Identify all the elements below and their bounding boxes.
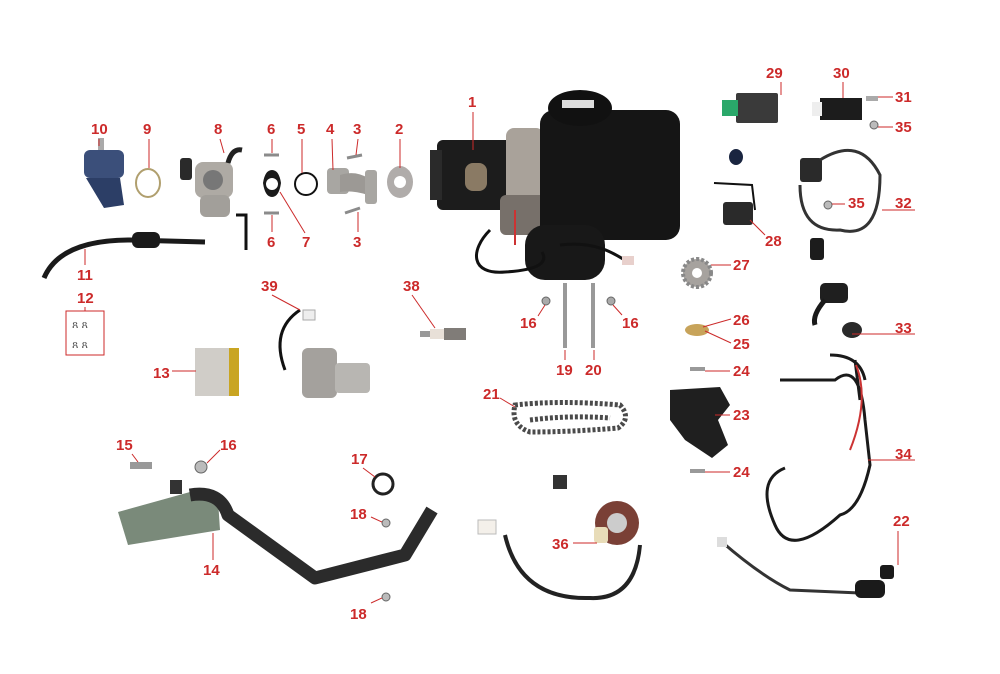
callout-26: 26 xyxy=(733,312,750,329)
spark-plug-icon xyxy=(420,328,466,340)
callout-7: 7 xyxy=(302,234,311,251)
callout-10: 10 xyxy=(91,121,108,138)
sprocket-cover-icon xyxy=(670,387,730,458)
callout-16-left: 16 xyxy=(520,315,537,332)
carburetor-gasket-icon xyxy=(263,170,281,197)
starter-motor-icon xyxy=(278,308,370,398)
callout-17: 17 xyxy=(351,451,368,468)
remote-kill-module-icon xyxy=(713,149,756,225)
callout-25: 25 xyxy=(733,336,750,353)
callout-16-exhaust: 16 xyxy=(220,437,237,454)
battery-icon xyxy=(195,348,239,396)
voltage-regulator-icon xyxy=(812,98,862,120)
intake-gasket-icon xyxy=(387,166,413,198)
callout-35-top: 35 xyxy=(895,119,912,136)
callout-14: 14 xyxy=(203,562,220,579)
engine-assembly-icon xyxy=(430,90,680,280)
callout-39: 39 xyxy=(261,278,278,295)
callout-38: 38 xyxy=(403,278,420,295)
callout-18-bottom: 18 xyxy=(350,606,367,623)
callout-36: 36 xyxy=(552,536,569,553)
callout-23: 23 xyxy=(733,407,750,424)
callout-1: 1 xyxy=(468,94,477,111)
callout-35-coil: 35 xyxy=(848,195,865,212)
carburetor-icon xyxy=(180,147,248,250)
callout-32: 32 xyxy=(895,195,912,212)
callout-5: 5 xyxy=(297,121,306,138)
callout-11: 11 xyxy=(77,267,93,284)
callout-13: 13 xyxy=(153,365,170,382)
front-sprocket-icon xyxy=(681,257,713,289)
stator-icon xyxy=(477,475,642,601)
callout-31: 31 xyxy=(895,89,912,106)
callout-6-top: 6 xyxy=(267,121,276,138)
svg-text:ጸ ጸ: ጸ ጸ xyxy=(72,339,88,351)
callout-19: 19 xyxy=(556,362,573,379)
svg-text:ጸ ጸ: ጸ ጸ xyxy=(72,319,88,331)
hose-clips-icon: ጸ ጸ ጸ ጸ xyxy=(65,310,105,356)
callout-15: 15 xyxy=(116,437,133,454)
callout-30: 30 xyxy=(833,65,850,82)
callout-33: 33 xyxy=(895,320,912,337)
callout-29: 29 xyxy=(766,65,783,82)
cdi-unit-icon xyxy=(722,93,778,123)
callout-12: 12 xyxy=(77,290,94,307)
exhaust-muffler-icon xyxy=(118,480,438,585)
air-filter-icon xyxy=(84,138,124,208)
callout-24-top: 24 xyxy=(733,363,750,380)
callout-27: 27 xyxy=(733,257,750,274)
intake-manifold-icon xyxy=(327,168,377,204)
callout-3-bottom: 3 xyxy=(353,234,362,251)
callout-24-bottom: 24 xyxy=(733,464,750,481)
callout-16-right: 16 xyxy=(622,315,639,332)
callout-9: 9 xyxy=(143,121,152,138)
drive-chain-icon xyxy=(511,400,628,435)
handlebar-switch-icon xyxy=(812,283,862,338)
callout-21: 21 xyxy=(483,386,500,403)
ignition-switch-icon xyxy=(717,537,894,598)
callout-34: 34 xyxy=(895,446,912,463)
callout-22: 22 xyxy=(893,513,910,530)
callout-4: 4 xyxy=(326,121,335,138)
ignition-coil-icon xyxy=(798,148,882,260)
callout-18-top: 18 xyxy=(350,506,367,523)
callout-3-top: 3 xyxy=(353,121,362,138)
callout-28: 28 xyxy=(765,233,782,250)
callout-20: 20 xyxy=(585,362,602,379)
callout-6-bottom: 6 xyxy=(267,234,276,251)
callout-8: 8 xyxy=(214,121,223,138)
callout-2: 2 xyxy=(395,121,404,138)
